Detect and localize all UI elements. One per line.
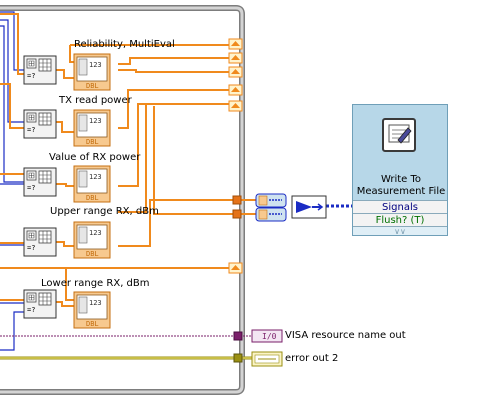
indicator-upper-range: 123 DBL — [73, 221, 111, 259]
label-visa-out: VISA resource name out — [285, 330, 406, 341]
label-error-out: error out 2 — [285, 353, 339, 364]
tunnel-orange-6 — [228, 262, 243, 274]
svg-text:=?: =? — [27, 126, 35, 134]
write-file-icon — [382, 118, 416, 152]
convert-nodes[interactable] — [255, 193, 327, 222]
indicator-value-text: 123 — [89, 229, 102, 237]
array-node-2: =? — [23, 109, 57, 139]
tunnel-orange-1 — [228, 38, 243, 50]
svg-text:=?: =? — [27, 306, 35, 314]
flush-input-terminal[interactable]: Flush? (T) — [353, 213, 447, 226]
indicator-value-text: 123 — [89, 117, 102, 125]
indicator-type-text: DBL — [86, 320, 99, 328]
array-node-3: =? — [23, 167, 57, 197]
convert-to-dynamic-2 — [255, 207, 287, 222]
indicator-tx-power: 123 DBL — [73, 109, 111, 147]
indicator-reliability: 123 DBL — [73, 53, 111, 91]
visa-indicator[interactable]: I/0 — [251, 329, 283, 343]
indicator-value-text: 123 — [89, 61, 102, 69]
blue-wires[interactable] — [0, 11, 24, 351]
label-tx-read-power: TX read power — [59, 95, 132, 106]
svg-text:=?: =? — [27, 184, 35, 192]
signals-input-terminal[interactable]: Signals — [353, 200, 447, 213]
indicator-value-text: 123 — [89, 299, 102, 307]
indicator-type-text: DBL — [86, 194, 99, 202]
array-nodes[interactable]: =? =? =? =? =? — [23, 55, 57, 319]
label-rx-power: Value of RX power — [49, 152, 141, 163]
svg-text:=?: =? — [27, 244, 35, 252]
visa-terminal-text: I/0 — [262, 332, 277, 341]
tunnel-orange-5 — [228, 100, 243, 112]
tunnel-error — [233, 353, 243, 363]
indicator-value-text: 123 — [89, 173, 102, 181]
indicator-type-text: DBL — [86, 250, 99, 258]
convert-to-dynamic-1 — [255, 193, 287, 208]
orange-wires[interactable] — [0, 13, 258, 307]
tunnel-solid-2 — [232, 209, 242, 219]
tunnel-visa — [233, 331, 243, 341]
indicator-type-text: DBL — [86, 82, 99, 90]
expand-terminals-arrow[interactable]: ∨∨ — [353, 226, 447, 236]
tunnel-orange-4 — [228, 84, 243, 96]
express-vi-title-line2: Measurement File — [356, 186, 446, 197]
indicator-lower-range: 123 DBL — [73, 291, 111, 329]
array-node-5: =? — [23, 289, 57, 319]
label-upper-range: Upper range RX, dBm — [50, 206, 159, 217]
tunnel-orange-2 — [228, 52, 243, 64]
write-measurement-file-node[interactable]: Write To Measurement File Signals Flush?… — [352, 104, 448, 236]
indicator-rx-power: 123 DBL — [73, 165, 111, 203]
indicator-type-text: DBL — [86, 138, 99, 146]
label-reliability: Reliability, MultiEval — [74, 39, 175, 50]
svg-text:=?: =? — [27, 72, 35, 80]
label-lower-range: Lower range RX, dBm — [41, 278, 150, 289]
array-node-1: =? — [23, 55, 57, 85]
tunnel-solid-1 — [232, 195, 242, 205]
tunnel-orange-3 — [228, 66, 243, 78]
express-vi-title: Write To Measurement File — [353, 174, 449, 198]
numeric-indicators[interactable]: 123 DBL 123 DBL 123 DBL 123 DBL — [73, 53, 111, 329]
output-tunnels[interactable] — [228, 38, 243, 363]
express-vi-title-line1: Write To — [380, 174, 422, 185]
array-node-4: =? — [23, 227, 57, 257]
error-indicator[interactable] — [251, 351, 283, 367]
merge-signals-node — [291, 195, 327, 219]
